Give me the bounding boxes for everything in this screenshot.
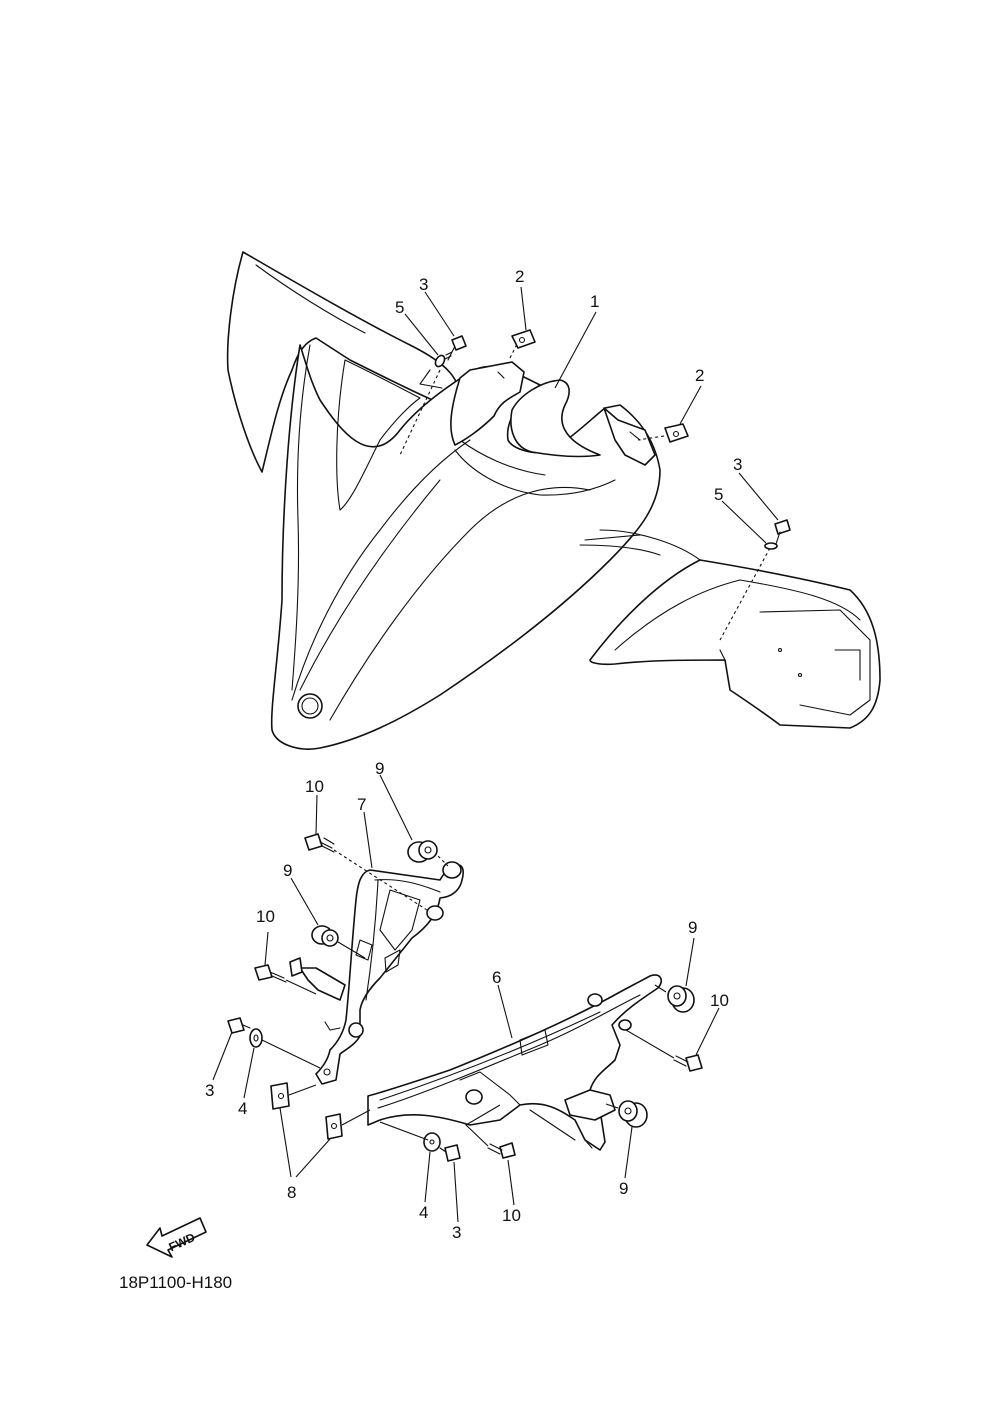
- bolt-10-upper: [304, 833, 335, 853]
- grommet-9-middle: [311, 925, 339, 947]
- grommet-9-right-upper: [667, 985, 695, 1013]
- callout-3-top: 3: [419, 275, 428, 294]
- callout-4-bottom: 4: [419, 1203, 428, 1222]
- callout-3-right: 3: [733, 455, 742, 474]
- callout-8: 8: [287, 1183, 296, 1202]
- callout-9-right-upper: 9: [688, 918, 697, 937]
- callout-9-middle: 9: [283, 861, 292, 880]
- callout-4-left: 4: [238, 1099, 247, 1118]
- callout-7: 7: [357, 795, 366, 814]
- callout-5-top: 5: [395, 298, 404, 317]
- bolt-3-bottom: [439, 1144, 461, 1162]
- grommet-9-right-lower: [618, 1100, 648, 1128]
- grommet-9-upper: [407, 840, 438, 863]
- forward-direction-arrow: FWD: [146, 1217, 207, 1258]
- clip-nut-2-right: [664, 423, 689, 443]
- washer-4-left: [249, 1028, 263, 1048]
- washer-4-bottom: [423, 1132, 441, 1152]
- diagram-code: 18P1100-H180: [119, 1273, 232, 1292]
- callout-2-right: 2: [695, 366, 704, 385]
- callout-9-right-lower: 9: [619, 1179, 628, 1198]
- bolt-10-bottom: [487, 1142, 516, 1159]
- callout-6: 6: [492, 968, 501, 987]
- bolt-10-left: [254, 964, 287, 983]
- callout-9-top: 9: [375, 759, 384, 778]
- callout-10-upper: 10: [305, 777, 324, 796]
- washer-5-right: [764, 542, 778, 550]
- bolt-3-lower-left: [227, 1017, 251, 1034]
- bolt-3-top: [444, 335, 467, 361]
- callout-5-right: 5: [714, 485, 723, 504]
- clip-nut-8-left: [270, 1082, 290, 1110]
- callout-10-left: 10: [256, 907, 275, 926]
- callout-3-bottom: 3: [452, 1223, 461, 1242]
- bolt-10-right: [673, 1054, 703, 1072]
- bracket-6: [367, 974, 662, 1151]
- callout-10-right: 10: [710, 991, 729, 1010]
- washer-5-top: [419, 354, 446, 389]
- callout-3-lower-left: 3: [205, 1081, 214, 1100]
- callout-2-top: 2: [515, 267, 524, 286]
- bolt-3-right: [774, 519, 791, 545]
- callout-10-bottom: 10: [502, 1206, 521, 1225]
- clip-nut-2-top: [511, 329, 536, 349]
- clip-nut-8-right: [325, 1113, 343, 1140]
- callout-1: 1: [590, 292, 599, 311]
- front-fender: [226, 251, 881, 750]
- bracket-7: [289, 861, 464, 1085]
